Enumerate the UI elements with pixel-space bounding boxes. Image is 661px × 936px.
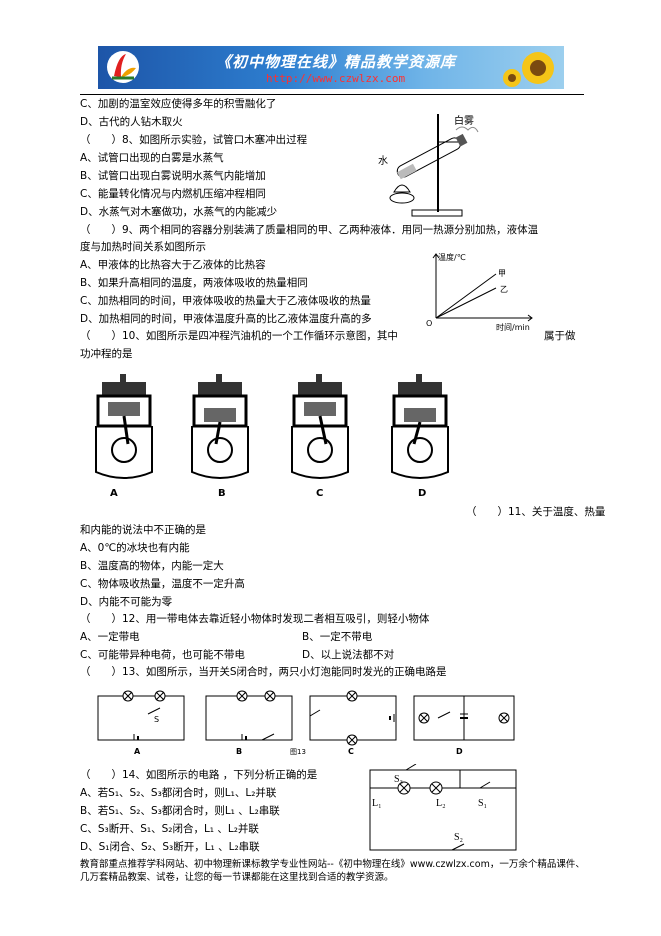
sunflower-icon xyxy=(503,52,554,87)
circuit-c xyxy=(309,690,397,746)
q11-stem: （ ）11、关于温度、热量 xyxy=(466,506,606,518)
engine-c xyxy=(291,374,349,479)
circuit-a xyxy=(97,690,185,741)
q14-option-b: B、若S₁、S₂、S₃都闭合时，则L₁ 、L₂串联 xyxy=(80,805,280,817)
q14-option-c: C、S₃断开、S₁、S₂闭合，L₁ 、L₂并联 xyxy=(80,823,259,835)
engine-d xyxy=(391,374,449,479)
q11-option-b: B、温度高的物体，内能一定大 xyxy=(80,560,224,572)
q10-stem: （ ）10、如图所示是四冲程汽油机的一个工作循环示意图，其中 xyxy=(80,330,398,342)
q8-option-b: B、试管口出现白雾说明水蒸气内能增加 xyxy=(80,170,266,182)
q9-option-a: A、甲液体的比热容大于乙液体的比热容 xyxy=(80,259,266,271)
circuit-label-b: B xyxy=(236,747,242,756)
q9-stem: （ ）9、两个相同的容器分别装满了质量相同的甲、乙两种液体．用同一热源分别加热，… xyxy=(80,224,539,236)
engine-label-b: B xyxy=(218,488,226,499)
q12-option-d: D、以上说法都不对 xyxy=(302,649,395,661)
series-yi-label: 乙 xyxy=(500,285,508,294)
engine-strokes-figure: A B C D xyxy=(95,374,449,499)
q11-option-a: A、0℃的冰块也有内能 xyxy=(80,542,190,554)
engine-label-a: A xyxy=(110,488,118,499)
q9-option-c: C、加热相同的时间，甲液体吸收的热量大于乙液体吸收的热量 xyxy=(80,295,371,307)
header-banner: 《初中物理在线》精品教学资源库 http://www.czwlzx.com xyxy=(98,46,564,89)
circuit-a-switch-label: S xyxy=(154,715,159,724)
q7-option-d: D、古代的人钻木取火 xyxy=(80,116,183,128)
q8-option-c: C、能量转化情况与内燃机压缩冲程相同 xyxy=(80,188,266,200)
q7-option-c: C、加剧的温室效应使得多年的积雪融化了 xyxy=(80,98,277,110)
q9-option-d: D、加热相同的时间，甲液体温度升高的比乙液体温度升高的多 xyxy=(80,313,372,325)
circuit-label-d: D xyxy=(456,747,463,756)
fig13-caption: 图13 xyxy=(290,748,306,756)
q11-option-c: C、物体吸收热量，温度不一定升高 xyxy=(80,578,245,590)
l2-label: L₂ xyxy=(436,798,446,809)
q12-option-c: C、可能带异种电荷，也可能不带电 xyxy=(80,649,245,661)
header-rule xyxy=(80,94,584,95)
q14-option-d: D、S₁闭合、S₂、S₃断开，L₁ 、L₂串联 xyxy=(80,841,260,853)
engine-a xyxy=(95,374,153,479)
q10-stem-tail: 属于做 xyxy=(544,330,576,342)
q14-circuit-figure: S₃ L₁ L₂ S₁ S₂ xyxy=(369,764,517,851)
q11-option-d: D、内能不可能为零 xyxy=(80,596,173,608)
circuit-label-c: C xyxy=(348,747,354,756)
q13-stem: （ ）13、如图所示，当开关S闭合时，两只小灯泡能同时发光的正确电路是 xyxy=(80,666,447,678)
engine-b xyxy=(191,374,249,479)
circuit-label-a: A xyxy=(134,747,141,756)
banner-title: 《初中物理在线》精品教学资源库 xyxy=(216,53,457,71)
q12-option-a: A、一定带电 xyxy=(80,631,140,643)
s1-label: S₁ xyxy=(478,798,487,809)
water-label: 水 xyxy=(378,155,388,167)
q9-stem-cont: 度与加热时间关系如图所示 xyxy=(80,241,206,253)
q12-option-b: B、一定不带电 xyxy=(302,631,373,643)
q10-stem-cont: 功冲程的是 xyxy=(80,348,133,360)
chart-origin: O xyxy=(426,319,432,328)
s3-label: S₃ xyxy=(394,774,403,785)
site-logo-icon xyxy=(107,51,139,83)
fog-label: 白雾 xyxy=(454,114,474,127)
circuits-figure: S A B 图13 C D xyxy=(97,690,515,756)
q14-option-a: A、若S₁、S₂、S₃都闭合时，则L₁、L₂并联 xyxy=(80,787,277,799)
q9-option-b: B、如果升高相同的温度，两液体吸收的热量相同 xyxy=(80,277,308,289)
s2-label: S₂ xyxy=(454,832,463,843)
chart-ylabel: 温度/℃ xyxy=(438,252,466,262)
series-jia-label: 甲 xyxy=(498,269,506,278)
q8-option-d: D、水蒸气对木塞做功，水蒸气的内能减少 xyxy=(80,206,278,218)
banner-url[interactable]: http://www.czwlzx.com xyxy=(266,72,406,85)
q11-stem-cont: 和内能的说法中不正确的是 xyxy=(80,524,206,536)
page-footer: 教育部重点推荐学科网站、初中物理新课标教学专业性网站--《初中物理在线》www.… xyxy=(80,859,585,883)
engine-label-c: C xyxy=(316,488,323,499)
circuit-d xyxy=(413,695,515,741)
q8-stem: （ ）8、如图所示实验，试管口木塞冲出过程 xyxy=(80,134,308,146)
circuit-b xyxy=(205,690,293,741)
q12-stem: （ ）12、用一带电体去靠近轻小物体时发现二者相互吸引，则轻小物体 xyxy=(80,613,430,625)
q8-option-a: A、试管口出现的白雾是水蒸气 xyxy=(80,152,224,164)
engine-label-d: D xyxy=(418,488,426,499)
q14-stem: （ ）14、如图所示的电路 ，下列分析正确的是 xyxy=(80,769,318,781)
chart-xlabel: 时间/min xyxy=(496,322,530,332)
test-tube-figure: 白雾 水 xyxy=(378,114,479,217)
temperature-time-chart: 温度/℃ 时间/min O 甲 乙 xyxy=(426,252,533,332)
l1-label: L₁ xyxy=(372,798,382,809)
